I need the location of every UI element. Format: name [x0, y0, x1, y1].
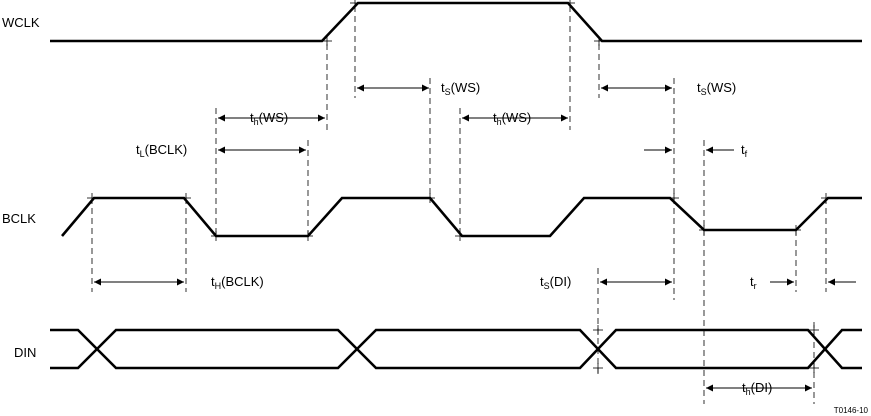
th-bclk-label: tH(BCLK) [211, 274, 264, 291]
tf-label: tf [741, 142, 748, 159]
bclk-waveform [61, 196, 862, 238]
th-di-label: th(DI) [742, 380, 772, 397]
ts-ws-1-label: tS(WS) [441, 80, 480, 97]
ts-di-label: tS(DI) [540, 274, 571, 291]
wclk-signal-label: WCLK [2, 15, 40, 30]
ts-ws-2-label: tS(WS) [697, 80, 736, 97]
th-ws-1-label: th(WS) [250, 110, 288, 127]
din-waveform [50, 328, 862, 370]
din-signal-label: DIN [14, 345, 36, 360]
figure-reference: T0146-10 [834, 406, 869, 415]
bclk-signal-label: BCLK [2, 211, 36, 226]
edge-ticks [87, 0, 831, 373]
timing-arrows [94, 84, 856, 392]
wclk-waveform [50, 1, 862, 43]
th-ws-2-label: th(WS) [493, 110, 531, 127]
tl-bclk-label: tL(BCLK) [136, 142, 187, 159]
guide-lines [91, 6, 827, 404]
tr-label: tr [750, 274, 757, 291]
